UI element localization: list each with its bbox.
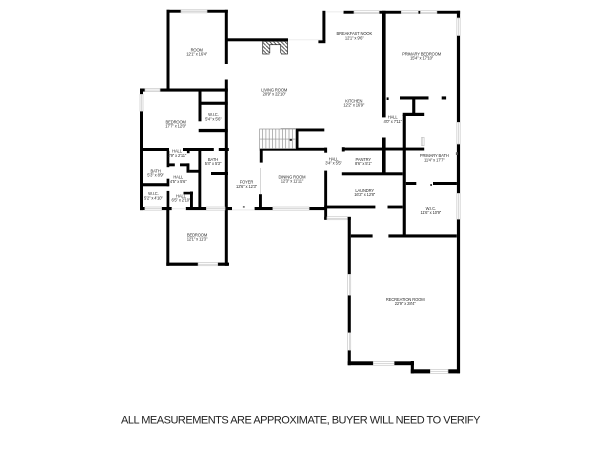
svg-text:4'5" x 5'6": 4'5" x 5'6" bbox=[170, 179, 187, 184]
svg-text:FOYER: FOYER bbox=[240, 180, 254, 185]
svg-text:ROOM: ROOM bbox=[191, 47, 204, 52]
svg-text:HALL: HALL bbox=[388, 115, 399, 120]
svg-text:KITCHEN: KITCHEN bbox=[345, 98, 362, 103]
svg-text:BEDROOM: BEDROOM bbox=[166, 119, 187, 124]
svg-text:12'1" x 16'4": 12'1" x 16'4" bbox=[186, 52, 208, 57]
svg-text:PANTRY: PANTRY bbox=[356, 157, 372, 162]
svg-text:BATH: BATH bbox=[208, 157, 218, 162]
svg-text:12'3" x 11'11": 12'3" x 11'11" bbox=[281, 179, 304, 184]
svg-text:W.I.C.: W.I.C. bbox=[208, 112, 218, 117]
svg-text:HALL: HALL bbox=[176, 194, 187, 199]
svg-text:W.I.C.: W.I.C. bbox=[426, 206, 436, 211]
svg-text:BEDROOM: BEDROOM bbox=[187, 232, 208, 237]
svg-text:PRIMARY BEDROOM: PRIMARY BEDROOM bbox=[402, 51, 442, 56]
svg-text:5'2" x 4'10": 5'2" x 4'10" bbox=[144, 195, 163, 200]
svg-text:DINING ROOM: DINING ROOM bbox=[279, 174, 307, 179]
svg-text:11'6" x 10'9": 11'6" x 10'9" bbox=[421, 210, 442, 215]
svg-text:LAUNDRY: LAUNDRY bbox=[355, 188, 374, 193]
svg-text:PRIMARY BATH: PRIMARY BATH bbox=[420, 153, 449, 158]
svg-text:12'2" x 16'9": 12'2" x 16'9" bbox=[343, 103, 365, 108]
svg-text:16'2" x 12'8": 16'2" x 12'8" bbox=[354, 192, 376, 197]
svg-text:8'6" x 5'1": 8'6" x 5'1" bbox=[355, 161, 372, 166]
svg-text:5'4" x 5'6": 5'4" x 5'6" bbox=[205, 116, 222, 121]
svg-text:5'4" x 5'3": 5'4" x 5'3" bbox=[205, 161, 222, 166]
svg-text:11'4" x 17'7": 11'4" x 17'7" bbox=[424, 157, 445, 162]
svg-text:HALL: HALL bbox=[172, 149, 183, 154]
svg-text:6'5" x 2'10": 6'5" x 2'10" bbox=[172, 198, 191, 203]
svg-text:3'4" x 5'5": 3'4" x 5'5" bbox=[325, 161, 342, 166]
svg-text:17'7" x 12'0": 17'7" x 12'0" bbox=[165, 124, 187, 129]
svg-text:12'1" x 9'6": 12'1" x 9'6" bbox=[345, 35, 364, 40]
svg-text:12'6" x 12'3": 12'6" x 12'3" bbox=[236, 184, 258, 189]
svg-text:15'4" x 17'10": 15'4" x 17'10" bbox=[410, 56, 434, 61]
svg-text:HALL: HALL bbox=[329, 157, 340, 162]
svg-text:HALL: HALL bbox=[173, 175, 184, 180]
svg-text:W.I.C.: W.I.C. bbox=[148, 191, 158, 196]
svg-text:22'9" x 28'4": 22'9" x 28'4" bbox=[395, 301, 417, 306]
svg-text:RECREATION ROOM: RECREATION ROOM bbox=[386, 297, 425, 302]
svg-text:4'0" x 7'11": 4'0" x 7'11" bbox=[383, 119, 402, 124]
svg-text:BREAKFAST NOOK: BREAKFAST NOOK bbox=[337, 31, 373, 36]
svg-text:ALL MEASUREMENTS ARE APPROXIMA: ALL MEASUREMENTS ARE APPROXIMATE, BUYER … bbox=[121, 415, 481, 427]
svg-text:2'9" x 2'11": 2'9" x 2'11" bbox=[168, 153, 187, 158]
svg-text:12'1" x 11'3": 12'1" x 11'3" bbox=[187, 237, 208, 242]
svg-text:BATH: BATH bbox=[151, 168, 161, 173]
svg-text:5'3" x 8'9": 5'3" x 8'9" bbox=[147, 173, 164, 178]
svg-text:LIVING ROOM: LIVING ROOM bbox=[261, 87, 288, 92]
svg-text:20'9" x 22'10": 20'9" x 22'10" bbox=[263, 92, 287, 97]
